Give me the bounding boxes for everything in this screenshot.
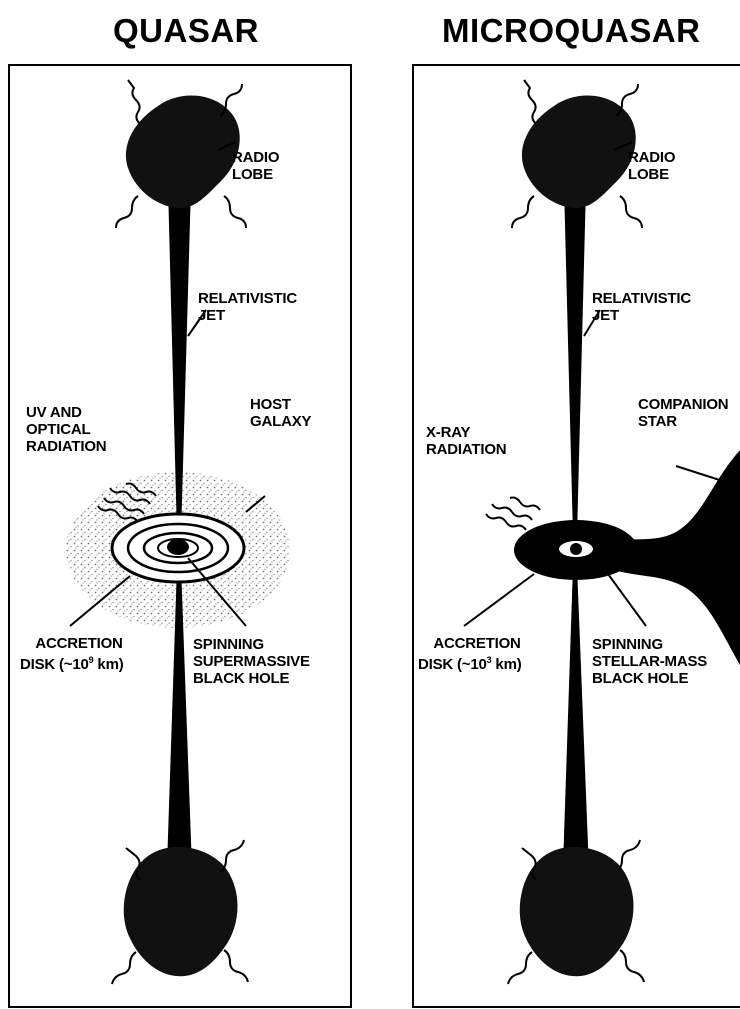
quasar-black-hole-label: SPINNING SUPERMASSIVE BLACK HOLE: [193, 636, 310, 687]
micro-radio-lobe-label: RADIO LOBE: [628, 149, 675, 183]
black-hole: [570, 543, 582, 555]
quasar-radiation-label: UV AND OPTICAL RADIATION: [26, 404, 106, 455]
micro-radiation-label: X-RAY RADIATION: [426, 424, 506, 458]
micro-companion-label: COMPANION STAR: [638, 396, 728, 430]
jet-upper: [564, 186, 586, 536]
quasar-host-galaxy-label: HOST GALAXY: [250, 396, 311, 430]
micro-black-hole-label: SPINNING STELLAR-MASS BLACK HOLE: [592, 636, 707, 687]
micro-jet-label: RELATIVISTIC JET: [592, 290, 691, 324]
quasar-radio-lobe-label: RADIO LOBE: [232, 149, 279, 183]
radio-lobe-bottom: [520, 847, 634, 976]
xray-radiation-squiggles: [486, 498, 540, 531]
microquasar-panel: RADIO LOBE RELATIVISTIC JET COMPANION ST…: [412, 64, 740, 1008]
jet-lower: [562, 566, 590, 896]
black-hole: [167, 539, 189, 555]
quasar-diagram: [10, 66, 350, 1006]
quasar-title: QUASAR: [113, 12, 259, 50]
microquasar-title: MICROQUASAR: [442, 12, 701, 50]
quasar-jet-label: RELATIVISTIC JET: [198, 290, 297, 324]
radio-lobe-bottom: [124, 847, 238, 976]
quasar-panel: RADIO LOBE RELATIVISTIC JET UV AND OPTIC…: [8, 64, 352, 1008]
microquasar-diagram: [414, 66, 740, 1006]
